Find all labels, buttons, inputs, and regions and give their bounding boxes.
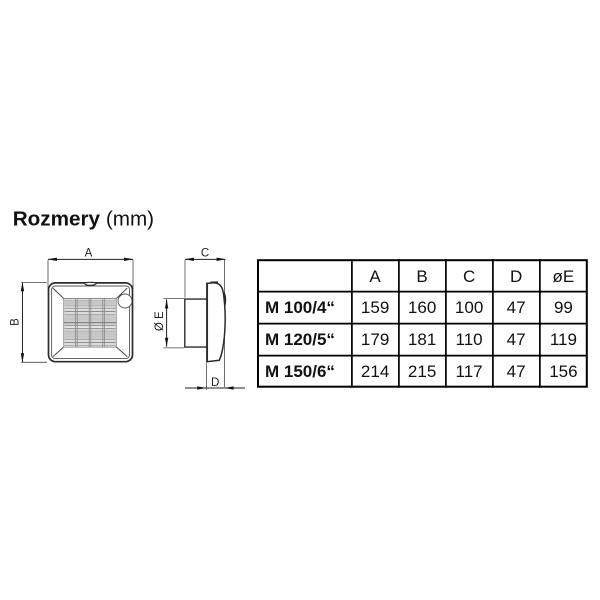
svg-text:119: 119 (550, 330, 577, 349)
svg-text:100: 100 (455, 298, 483, 317)
svg-text:B: B (416, 267, 427, 286)
svg-text:D: D (510, 267, 522, 286)
svg-text:A: A (85, 248, 93, 260)
svg-text:øE: øE (553, 267, 575, 286)
svg-text:D: D (211, 377, 219, 389)
svg-text:179: 179 (361, 330, 389, 349)
svg-text:117: 117 (456, 362, 483, 381)
svg-text:214: 214 (361, 362, 389, 381)
svg-text:C: C (201, 248, 209, 260)
svg-text:A: A (369, 267, 381, 286)
svg-text:181: 181 (408, 330, 436, 349)
svg-text:215: 215 (408, 362, 436, 381)
svg-text:M 100/4“: M 100/4“ (265, 298, 335, 317)
svg-text:M 120/5“: M 120/5“ (265, 330, 335, 349)
svg-text:99: 99 (554, 298, 573, 317)
svg-text:B: B (10, 318, 22, 326)
svg-text:110: 110 (456, 330, 483, 349)
svg-text:160: 160 (408, 298, 436, 317)
svg-text:Ø E: Ø E (154, 311, 166, 331)
svg-text:C: C (463, 267, 475, 286)
svg-text:159: 159 (361, 298, 389, 317)
svg-text:156: 156 (549, 362, 577, 381)
svg-text:Rozmery (mm): Rozmery (mm) (13, 208, 154, 231)
svg-text:47: 47 (507, 298, 526, 317)
svg-text:47: 47 (507, 362, 526, 381)
svg-text:47: 47 (507, 330, 526, 349)
svg-text:M 150/6“: M 150/6“ (265, 362, 335, 381)
